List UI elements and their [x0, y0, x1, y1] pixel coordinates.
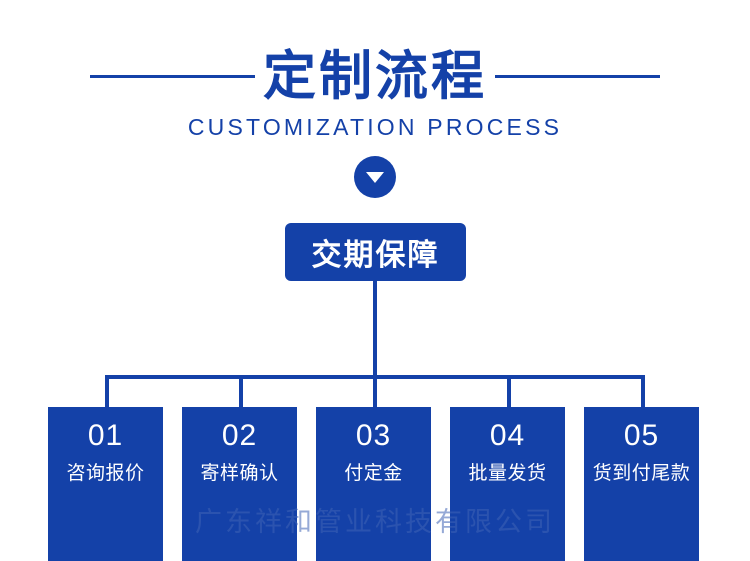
step-card-5: 05 货到付尾款	[584, 407, 699, 561]
step-list: 01 咨询报价 02 寄样确认 03 付定金 04 批量发货 05 货到付尾款	[0, 407, 750, 561]
step-card-3: 03 付定金	[316, 407, 431, 561]
title-rule-right	[495, 74, 660, 78]
page-title: 定制流程	[263, 45, 487, 107]
step-label: 咨询报价	[66, 462, 145, 484]
root-node: 交期保障	[285, 223, 466, 281]
connector-drop-5	[641, 378, 645, 408]
triangle-down-glyph	[366, 172, 384, 184]
step-card-2: 02 寄样确认	[182, 407, 297, 561]
connector-drop-3	[373, 378, 377, 408]
step-number: 04	[489, 419, 526, 452]
page-subtitle: CUSTOMIZATION PROCESS	[187, 114, 563, 140]
connector-drop-4	[507, 378, 511, 408]
step-number: 05	[623, 419, 660, 452]
step-number: 01	[87, 419, 124, 452]
title-rule-left	[90, 74, 255, 78]
step-label: 货到付尾款	[592, 462, 691, 484]
step-label: 寄样确认	[200, 462, 279, 484]
connector-vertical-stem	[373, 281, 377, 378]
connector-drop-1	[105, 378, 109, 408]
step-card-4: 04 批量发货	[450, 407, 565, 561]
step-number: 02	[221, 419, 258, 452]
triangle-down-icon	[354, 156, 396, 198]
step-label: 付定金	[344, 462, 403, 484]
step-number: 03	[355, 419, 392, 452]
step-card-1: 01 咨询报价	[48, 407, 163, 561]
step-label: 批量发货	[468, 462, 547, 484]
title-row: 定制流程	[0, 40, 750, 112]
connector-horizontal-bus	[105, 375, 645, 379]
header: 定制流程 CUSTOMIZATION PROCESS	[0, 40, 750, 150]
connector-drop-2	[239, 378, 243, 408]
